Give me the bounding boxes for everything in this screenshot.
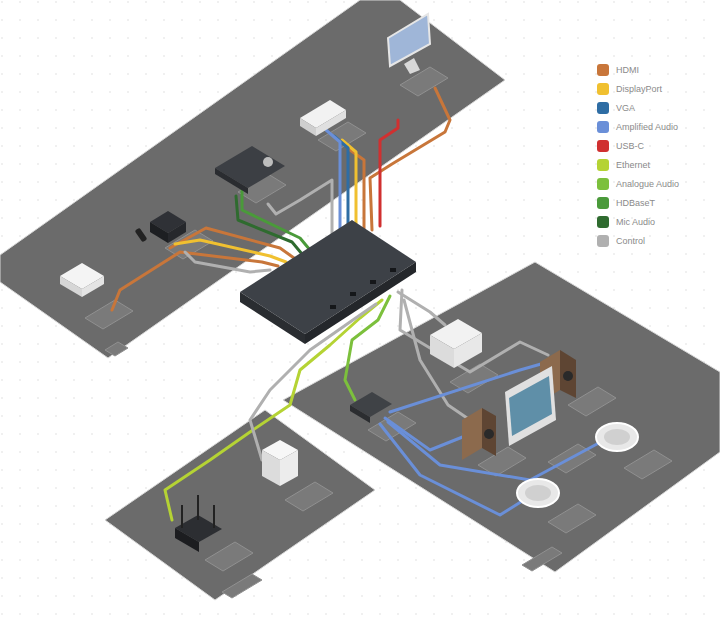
legend-swatch (597, 178, 609, 190)
legend-swatch (597, 197, 609, 209)
legend-swatch (597, 216, 609, 228)
legend-swatch (597, 121, 609, 133)
legend-text: HDMI (616, 65, 639, 75)
legend-text: Ethernet (616, 160, 650, 170)
legend-entry: USB-C (597, 136, 679, 155)
legend-entry: Ethernet (597, 155, 679, 174)
legend-text: Mic Audio (616, 217, 655, 227)
legend-swatch (597, 83, 609, 95)
legend-swatch (597, 64, 609, 76)
legend-text: USB-C (616, 141, 644, 151)
legend-entry: Mic Audio (597, 212, 679, 231)
legend-entry: Analogue Audio (597, 174, 679, 193)
legend-swatch (597, 159, 609, 171)
legend-entry: DisplayPort (597, 79, 679, 98)
legend-entry: HDBaseT (597, 193, 679, 212)
legend-entry: Control (597, 231, 679, 250)
legend-text: DisplayPort (616, 84, 662, 94)
legend-swatch (597, 235, 609, 247)
legend-text: Control (616, 236, 645, 246)
legend-text: Amplified Audio (616, 122, 678, 132)
legend-entry: VGA (597, 98, 679, 117)
legend-text: HDBaseT (616, 198, 655, 208)
legend-swatch (597, 140, 609, 152)
legend-swatch (597, 102, 609, 114)
legend: HDMI DisplayPortVGA Amplified AudioUSB-C Et… (597, 60, 679, 250)
legend-entry: HDMI (597, 60, 679, 79)
legend-text: Analogue Audio (616, 179, 679, 189)
legend-text: VGA (616, 103, 635, 113)
legend-entry: Amplified Audio (597, 117, 679, 136)
